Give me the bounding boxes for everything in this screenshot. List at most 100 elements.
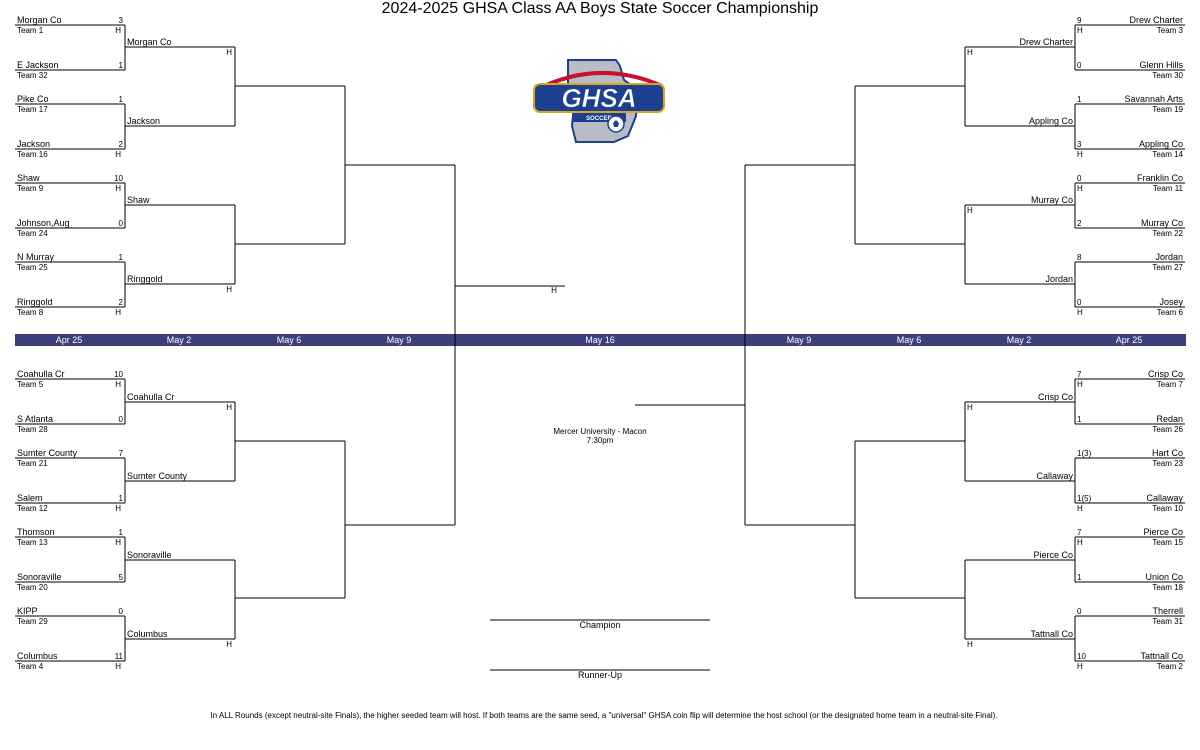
home-indicator: H: [967, 403, 973, 412]
home-indicator: H: [115, 184, 121, 193]
team-score: 1: [1077, 95, 1082, 104]
team-seed: Team 9: [17, 184, 44, 193]
home-indicator: H: [226, 403, 232, 412]
round-date-right: Apr 25: [1116, 335, 1143, 345]
team-name: Drew Charter: [1129, 15, 1183, 25]
team-name: Jackson: [17, 139, 50, 149]
team-name: Glenn Hills: [1139, 60, 1183, 70]
team-score: 5: [119, 573, 124, 582]
home-indicator: H: [1077, 538, 1083, 547]
round-date-right: May 2: [1007, 335, 1032, 345]
home-indicator: H: [967, 206, 973, 215]
team-name: Columbus: [17, 651, 58, 661]
team-seed: Team 14: [1152, 150, 1183, 159]
team-score: 7: [1077, 528, 1082, 537]
team-seed: Team 22: [1152, 229, 1183, 238]
team-name: Union Co: [1145, 572, 1183, 582]
ghsa-soccer-logo: GHSA SOCCER: [528, 56, 670, 146]
team-score: 7: [1077, 370, 1082, 379]
team-name: Coahulla Cr: [127, 392, 175, 402]
round-date-bar: [15, 334, 1186, 346]
team-name: Shaw: [127, 195, 150, 205]
team-seed: Team 7: [1157, 380, 1184, 389]
team-name: Morgan Co: [127, 37, 172, 47]
round-date-left: Apr 25: [56, 335, 83, 345]
team-name: Crisp Co: [1038, 392, 1073, 402]
team-seed: Team 8: [17, 308, 44, 317]
team-score: 2: [119, 298, 124, 307]
team-score: 1: [119, 253, 124, 262]
team-score: 0: [119, 607, 124, 616]
team-name: Hart Co: [1152, 448, 1183, 458]
team-seed: Team 30: [1152, 71, 1183, 80]
team-score: 10: [1077, 652, 1086, 661]
team-score: 0: [1077, 174, 1082, 183]
team-name: Pierce Co: [1143, 527, 1183, 537]
team-name: Jackson: [127, 116, 160, 126]
team-seed: Team 15: [1152, 538, 1183, 547]
team-name: Drew Charter: [1019, 37, 1073, 47]
final-venue: Mercer University - Macon: [553, 427, 646, 436]
team-name: N Murray: [17, 252, 55, 262]
home-indicator: H: [1077, 380, 1083, 389]
team-name: Callaway: [1146, 493, 1183, 503]
team-name: Sumter County: [17, 448, 78, 458]
team-score: 1: [1077, 573, 1082, 582]
runnerup-label: Runner-Up: [578, 670, 622, 680]
home-indicator: H: [115, 504, 121, 513]
team-seed: Team 13: [17, 538, 48, 547]
team-name: Franklin Co: [1137, 173, 1183, 183]
page-title: 2024-2025 GHSA Class AA Boys State Socce…: [381, 0, 819, 17]
team-name: Redan: [1156, 414, 1183, 424]
round-date-left: May 2: [167, 335, 192, 345]
team-name: Salem: [17, 493, 43, 503]
home-indicator: H: [551, 286, 557, 295]
home-indicator: H: [967, 48, 973, 57]
team-score: 2: [119, 140, 124, 149]
team-score: 1: [119, 494, 124, 503]
round-date-right: May 6: [897, 335, 922, 345]
team-score: 1(3): [1077, 449, 1092, 458]
home-indicator: H: [967, 640, 973, 649]
home-indicator: H: [1077, 26, 1083, 35]
home-indicator: H: [226, 640, 232, 649]
team-seed: Team 25: [17, 263, 48, 272]
team-score: 1(5): [1077, 494, 1092, 503]
team-seed: Team 3: [1157, 26, 1184, 35]
team-score: 10: [114, 174, 123, 183]
final-time: 7:30pm: [587, 436, 614, 445]
team-name: Tattnall Co: [1140, 651, 1183, 661]
team-name: Murray Co: [1141, 218, 1183, 228]
team-seed: Team 12: [17, 504, 48, 513]
team-name: Therrell: [1152, 606, 1183, 616]
team-name: E Jackson: [17, 60, 59, 70]
team-score: 2: [1077, 219, 1082, 228]
team-seed: Team 5: [17, 380, 44, 389]
team-score: 3: [119, 16, 124, 25]
team-seed: Team 11: [1153, 184, 1184, 193]
team-name: Sumter County: [127, 471, 188, 481]
team-score: 0: [1077, 298, 1082, 307]
team-score: 8: [1077, 253, 1082, 262]
team-seed: Team 21: [17, 459, 48, 468]
team-name: S Atlanta: [17, 414, 53, 424]
team-name: Sonoraville: [17, 572, 62, 582]
team-seed: Team 2: [1157, 662, 1184, 671]
team-name: Murray Co: [1031, 195, 1073, 205]
team-score: 1: [119, 528, 124, 537]
team-name: Pierce Co: [1033, 550, 1073, 560]
team-name: Johnson,Aug: [17, 218, 70, 228]
team-score: 1: [119, 61, 124, 70]
home-indicator: H: [115, 150, 121, 159]
team-name: Crisp Co: [1148, 369, 1183, 379]
team-name: Columbus: [127, 629, 168, 639]
team-seed: Team 23: [1152, 459, 1183, 468]
team-score: 0: [119, 219, 124, 228]
home-indicator: H: [1077, 504, 1083, 513]
home-indicator: H: [1077, 662, 1083, 671]
team-seed: Team 27: [1152, 263, 1183, 272]
team-name: Appling Co: [1139, 139, 1183, 149]
team-seed: Team 29: [17, 617, 48, 626]
team-seed: Team 4: [17, 662, 44, 671]
